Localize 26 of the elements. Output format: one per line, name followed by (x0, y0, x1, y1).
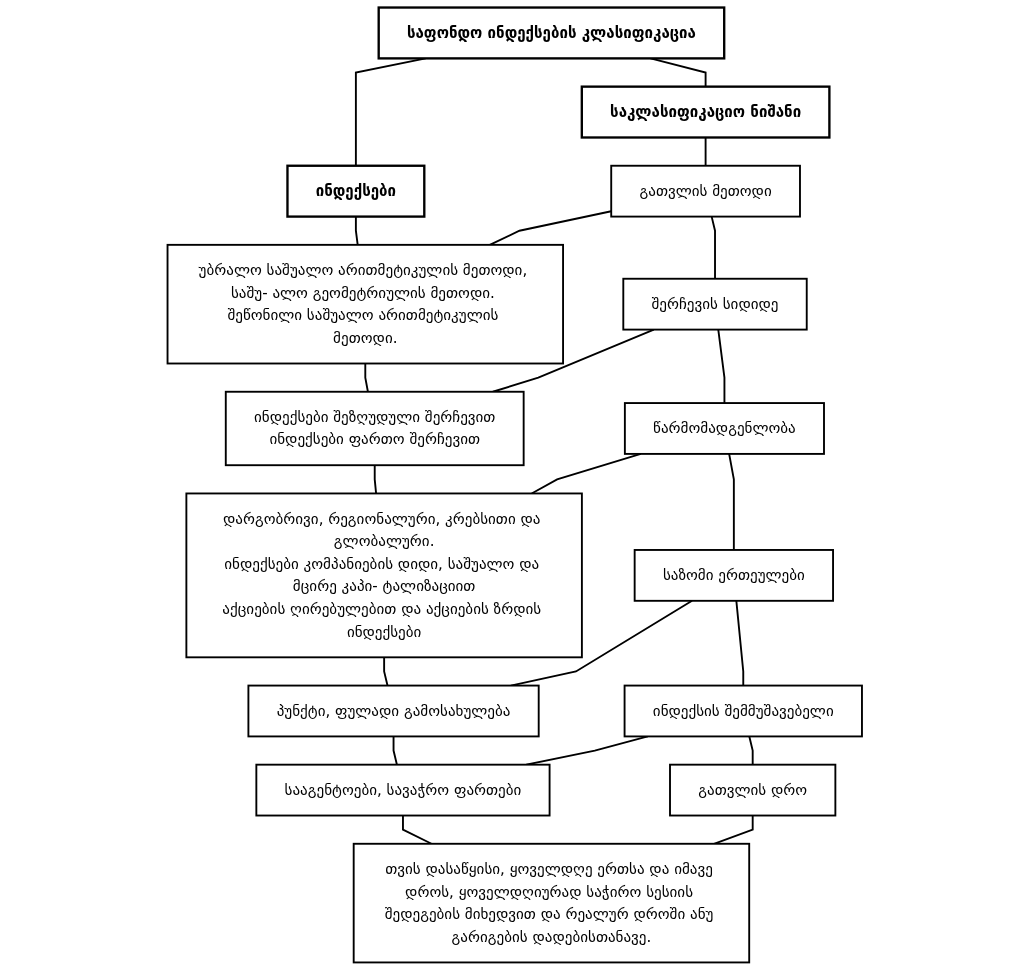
node-box: საფონდო ინდექსების კლასიფიკაცია (377, 6, 726, 60)
node-box: უბრალო საშუალო არითმეტიკულის მეთოდი, საშუ- ალო გეომეტრიულის მეთოდი. შეწონილი საშუალო არითმეტიკულის მეთოდი. (166, 243, 564, 365)
connector (401, 814, 433, 845)
connector (373, 464, 377, 495)
node-box: საზომი ერთეულები (633, 549, 834, 602)
node-box: სააგენტოები, სავაჭრო ფართები (255, 763, 551, 817)
node-box: გათვლის მეთოდი (610, 164, 801, 218)
node-box: დარგობრივი, რეგიონალური, კრებსითი და გლობალური. ინდექსები კომპანიების დიდი, საშუალო და მცირე კაპი- ტალიზაციით აქციების ღირებულებით და აქციების ზრდის ინდექსები (185, 492, 583, 659)
node-box: ინდექსები შეზღუდული შერჩევით ინდექსები ფართო შერჩევით (224, 390, 525, 467)
connector (748, 735, 754, 766)
node-box: შერჩევის სიდიდე (622, 277, 808, 331)
connector (735, 599, 744, 687)
node-box: ინდექსები (286, 164, 426, 218)
node-box: გათვლის დრო (668, 763, 837, 817)
connector (530, 453, 642, 495)
connector (717, 328, 726, 404)
connector (727, 453, 735, 551)
node-box: წარმომადგენლობა (623, 402, 825, 455)
connector (392, 735, 398, 766)
node-box: საკლასიფიკაციო ნიშანი (580, 85, 831, 139)
node-box: ინდექსის შემმუშავებელი (623, 684, 863, 738)
connector (710, 215, 716, 280)
node-box: თვის დასაწყისი, ყოველდღე ერთსა და იმავე დროს, ყოველდღიურად საჭირო სესიის შედეგების მიხედვით და რეალურ დროში ანუ გარიგების დადებისთანავე. (352, 842, 750, 964)
node-box: პუნქტი, ფულადი გამოსახულება (247, 684, 540, 738)
connector (382, 656, 389, 687)
connector (364, 362, 369, 393)
